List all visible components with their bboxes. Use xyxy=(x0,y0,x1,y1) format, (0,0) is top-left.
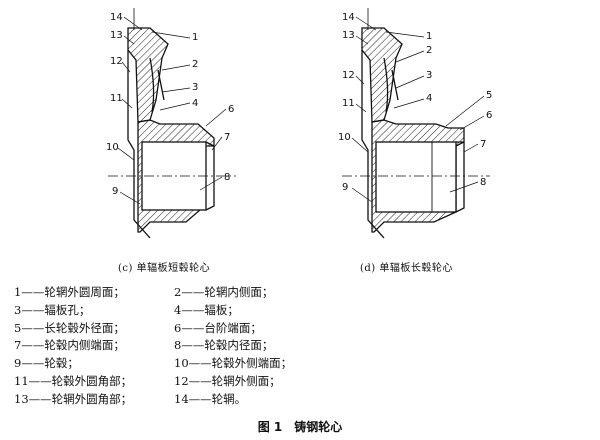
callout-7-c: 7 xyxy=(224,132,230,143)
legend-item: 12——轮辋外侧面； xyxy=(174,373,281,388)
callout-9-d: 9 xyxy=(342,182,348,193)
callout-10-c: 10 xyxy=(106,142,119,153)
leaders-c xyxy=(117,16,227,205)
callouts-d: 14 13 12 11 10 9 1 2 3 4 5 6 7 8 xyxy=(338,12,492,193)
hub-bore-d xyxy=(375,141,457,213)
legend-row: 5——长轮毂外径面； 6——台阶端面； xyxy=(14,320,454,338)
leaders-d xyxy=(351,16,485,203)
drawing-c-short-hub xyxy=(108,8,236,239)
rim-section-d xyxy=(361,27,403,123)
legend-item: 6——台阶端面； xyxy=(174,320,262,335)
legend-row: 9——轮毂； 10——轮毂外侧端面； xyxy=(14,355,454,373)
legend-item: 8——轮毂内径面； xyxy=(174,338,274,353)
legend-row: 13——轮辋外圆角部； 14——轮辋。 xyxy=(14,391,454,409)
callout-8-c: 8 xyxy=(224,172,230,183)
caption-d: (d) 单辐板长毂轮心 xyxy=(360,263,453,274)
callout-14-d: 14 xyxy=(342,12,355,23)
legend-item: 1——轮辋外圆周面； xyxy=(14,285,125,299)
legend-item: 14——轮辋。 xyxy=(174,391,247,406)
callout-6-d: 6 xyxy=(486,110,492,121)
callout-11-c: 11 xyxy=(110,93,123,104)
callout-10-d: 10 xyxy=(338,132,351,143)
callout-5-d: 5 xyxy=(486,90,492,101)
callout-4-d: 4 xyxy=(426,93,432,104)
callout-12-d: 12 xyxy=(342,70,355,81)
callout-7-d: 7 xyxy=(480,139,486,150)
callout-11-d: 11 xyxy=(342,98,355,109)
callout-1-d: 1 xyxy=(426,31,432,42)
callout-13-d: 13 xyxy=(342,30,355,41)
callout-9-c: 9 xyxy=(112,186,118,197)
callout-12-c: 12 xyxy=(110,56,123,67)
legend-item: 10——轮毂外侧端面； xyxy=(174,356,293,371)
legend-item: 2——轮辋内侧面； xyxy=(174,285,274,299)
legend-item: 3——辐板孔； xyxy=(14,302,91,317)
legend-item: 11——轮毂外圆角部； xyxy=(14,373,133,388)
callout-3-c: 3 xyxy=(192,82,198,93)
legend-item: 9——轮毂； xyxy=(14,356,79,371)
callout-3-d: 3 xyxy=(426,70,432,81)
callout-14-c: 14 xyxy=(110,12,123,23)
legend-item: 7——轮毂内侧端面； xyxy=(14,338,125,353)
legend-row: 11——轮毂外圆角部； 12——轮辋外侧面； xyxy=(14,373,454,391)
callout-2-c: 2 xyxy=(192,59,198,70)
callout-8-d: 8 xyxy=(480,177,486,188)
legend-row: 1——轮辋外圆周面； 2——轮辋内侧面； xyxy=(14,284,454,302)
legend-row: 3——辐板孔； 4——辐板； xyxy=(14,302,454,320)
outer-profile-c xyxy=(127,50,151,239)
outer-profile-d xyxy=(361,50,385,239)
cast-steel-wheel-drawings: 14 13 12 11 10 9 1 2 3 4 6 7 8 xyxy=(106,8,492,239)
callout-2-d: 2 xyxy=(426,45,432,56)
callout-13-c: 13 xyxy=(110,30,123,41)
legend-item: 13——轮辋外圆角部； xyxy=(14,391,133,406)
drawing-d-long-hub xyxy=(342,8,490,239)
figure-title: 图 1 铸钢轮心 xyxy=(257,420,343,434)
callout-4-c: 4 xyxy=(192,98,198,109)
callout-1-c: 1 xyxy=(192,32,198,43)
rim-section-c xyxy=(127,27,169,123)
legend-item: 5——长轮毂外径面； xyxy=(14,320,125,335)
callouts-c: 14 13 12 11 10 9 1 2 3 4 6 7 8 xyxy=(106,12,234,197)
legend-item: 4——辐板； xyxy=(174,302,239,317)
legend: 1——轮辋外圆周面； 2——轮辋内侧面； 3——辐板孔； 4——辐板； 5——长… xyxy=(14,284,454,409)
callout-6-c: 6 xyxy=(228,104,234,115)
caption-c: (c) 单辐板短毂轮心 xyxy=(118,263,211,274)
legend-row: 7——轮毂内侧端面； 8——轮毂内径面； xyxy=(14,337,454,355)
